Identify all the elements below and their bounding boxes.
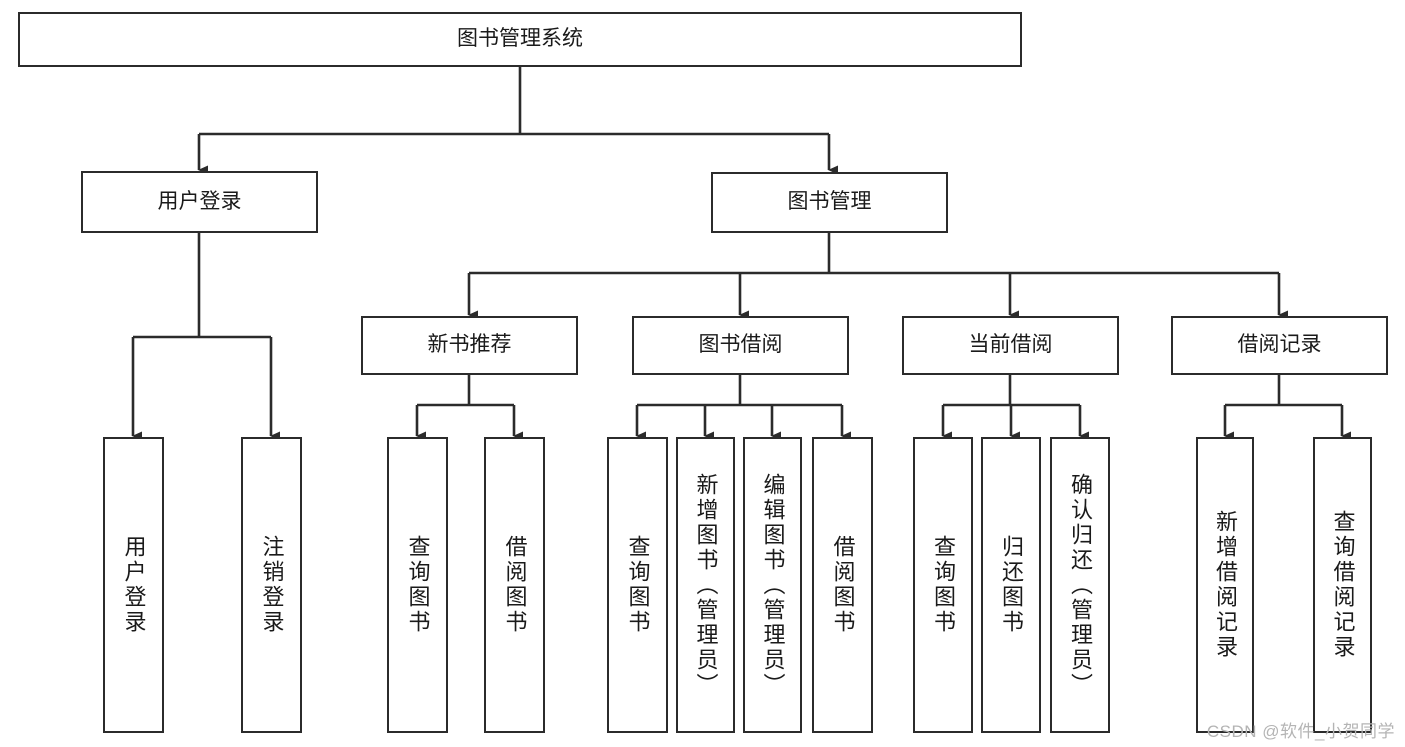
node-user-login[interactable]: 用户登录 — [81, 171, 318, 233]
leaf-confirm-return-label: 确认归还（管理员） — [1068, 472, 1093, 698]
node-new-book-recommend-label: 新书推荐 — [427, 333, 512, 357]
leaf-borrow-book-recommend-label: 借阅图书 — [502, 535, 528, 635]
leaf-user-login[interactable]: 用户登录 — [103, 437, 164, 733]
node-book-management[interactable]: 图书管理 — [711, 172, 948, 233]
leaf-query-book-current-label: 查询图书 — [931, 535, 956, 635]
node-user-login-label: 用户登录 — [157, 189, 242, 213]
node-borrow-record-label: 借阅记录 — [1237, 333, 1322, 357]
leaf-logout[interactable]: 注销登录 — [241, 437, 302, 733]
leaf-user-login-label: 用户登录 — [121, 535, 147, 635]
leaf-logout-label: 注销登录 — [259, 535, 285, 635]
node-root[interactable]: 图书管理系统 — [18, 12, 1022, 67]
leaf-add-borrow-record[interactable]: 新增借阅记录 — [1196, 437, 1254, 733]
leaf-query-borrow-record[interactable]: 查询借阅记录 — [1313, 437, 1372, 733]
node-root-label: 图书管理系统 — [457, 27, 583, 51]
node-new-book-recommend[interactable]: 新书推荐 — [361, 316, 578, 375]
leaf-query-book-recommend-label: 查询图书 — [405, 535, 431, 635]
node-current-borrow-label: 当前借阅 — [968, 333, 1053, 357]
node-book-borrow-label: 图书借阅 — [698, 333, 783, 357]
edge-paths — [131, 67, 1351, 441]
leaf-edit-book-label: 编辑图书（管理员） — [760, 472, 786, 698]
leaf-query-book-borrow-label: 查询图书 — [625, 535, 651, 635]
node-current-borrow[interactable]: 当前借阅 — [902, 316, 1119, 375]
leaf-borrow-book[interactable]: 借阅图书 — [812, 437, 873, 733]
node-borrow-record[interactable]: 借阅记录 — [1171, 316, 1388, 375]
leaf-add-borrow-record-label: 新增借阅记录 — [1213, 510, 1238, 660]
leaf-add-book-label: 新增图书（管理员） — [693, 472, 719, 698]
leaf-borrow-book-recommend[interactable]: 借阅图书 — [484, 437, 545, 733]
leaf-query-book-current[interactable]: 查询图书 — [913, 437, 973, 733]
leaf-confirm-return[interactable]: 确认归还（管理员） — [1050, 437, 1110, 733]
leaf-edit-book[interactable]: 编辑图书（管理员） — [743, 437, 802, 733]
leaf-borrow-book-label: 借阅图书 — [830, 535, 856, 635]
node-book-management-label: 图书管理 — [787, 190, 872, 214]
leaf-query-borrow-record-label: 查询借阅记录 — [1330, 510, 1356, 660]
leaf-query-book-recommend[interactable]: 查询图书 — [387, 437, 448, 733]
node-book-borrow[interactable]: 图书借阅 — [632, 316, 849, 375]
leaf-add-book[interactable]: 新增图书（管理员） — [676, 437, 735, 733]
csdn-watermark: CSDN @软件_小贺同学 — [1206, 722, 1395, 741]
leaf-query-book-borrow[interactable]: 查询图书 — [607, 437, 668, 733]
leaf-return-book[interactable]: 归还图书 — [981, 437, 1041, 733]
leaf-return-book-label: 归还图书 — [999, 535, 1024, 635]
